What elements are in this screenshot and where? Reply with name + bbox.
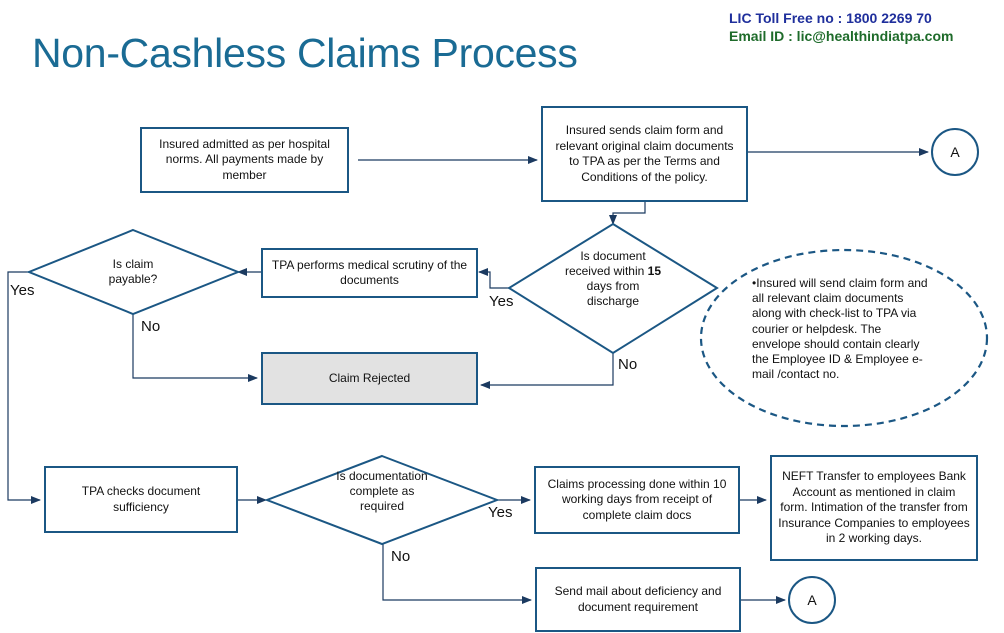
connector-a-top-shape: [931, 128, 979, 176]
box-insured-admitted-text: Insured admitted as per hospital norms. …: [159, 136, 330, 182]
decision-documentation-text: Is documentation complete as required: [336, 469, 428, 513]
decision-doc-received-shape: [507, 222, 719, 355]
box-doc-sufficiency: TPA checks document sufficiency: [44, 466, 238, 533]
decision-doc-received-days: 15: [647, 264, 662, 278]
arrow-documentation-no: [382, 544, 532, 604]
box-send-mail: Send mail about deficiency and document …: [535, 567, 741, 632]
arrow-received-yes: [478, 268, 509, 289]
decision-doc-received-post: days from discharge: [586, 279, 640, 308]
label-yes-payable: Yes: [10, 282, 35, 299]
connector-a-top: A: [950, 144, 960, 160]
page-title: Non-Cashless Claims Process: [32, 30, 578, 76]
toll-free-number: LIC Toll Free no : 1800 2269 70: [729, 10, 932, 26]
arrow-payable-no: [132, 314, 258, 382]
decision-claim-payable-shape: [26, 228, 241, 316]
decision-doc-received-pre: Is document received within: [564, 249, 648, 278]
box-insured-sends-claim: Insured sends claim form and relevant or…: [541, 106, 748, 202]
box-medical-scrutiny: TPA performs medical scrutiny of the doc…: [261, 248, 478, 298]
arrow-sends-to-received: [609, 202, 646, 225]
arrow-received-no: [480, 353, 614, 389]
email-id: Email ID : lic@healthindiatpa.com: [729, 28, 954, 44]
box-medical-scrutiny-text: TPA performs medical scrutiny of the doc…: [271, 257, 468, 288]
box-claims-processing-text: Claims processing done within 10 working…: [547, 476, 727, 522]
decision-documentation-shape: [264, 454, 500, 546]
connector-a-bottom: A: [807, 592, 817, 608]
arrow-payable-yes: [7, 271, 41, 504]
label-no-payable: No: [141, 318, 161, 335]
label-yes-documentation: Yes: [488, 504, 513, 521]
label-no-documentation: No: [391, 548, 411, 565]
label-yes-received: Yes: [489, 293, 514, 310]
label-no-received: No: [618, 356, 638, 373]
decision-doc-received-text: Is document received within 15 days from…: [563, 249, 663, 309]
note-ellipse: [699, 248, 989, 428]
box-claim-rejected-text: Claim Rejected: [328, 370, 411, 385]
box-insured-sends-claim-text: Insured sends claim form and relevant or…: [555, 123, 734, 184]
box-insured-admitted: Insured admitted as per hospital norms. …: [140, 127, 349, 193]
box-claims-processing: Claims processing done within 10 working…: [534, 466, 740, 534]
box-doc-sufficiency-text: TPA checks document sufficiency: [81, 484, 201, 514]
box-neft-transfer: NEFT Transfer to employees Bank Account …: [770, 455, 978, 561]
courier-note: •Insured will send claim form and all re…: [752, 276, 928, 382]
decision-claim-payable-text: Is claim payable?: [108, 257, 158, 286]
box-send-mail-text: Send mail about deficiency and document …: [554, 584, 722, 614]
connector-a-bottom-shape: [788, 576, 836, 624]
box-claim-rejected: Claim Rejected: [261, 352, 478, 405]
box-neft-transfer-text: NEFT Transfer to employees Bank Account …: [778, 469, 970, 546]
